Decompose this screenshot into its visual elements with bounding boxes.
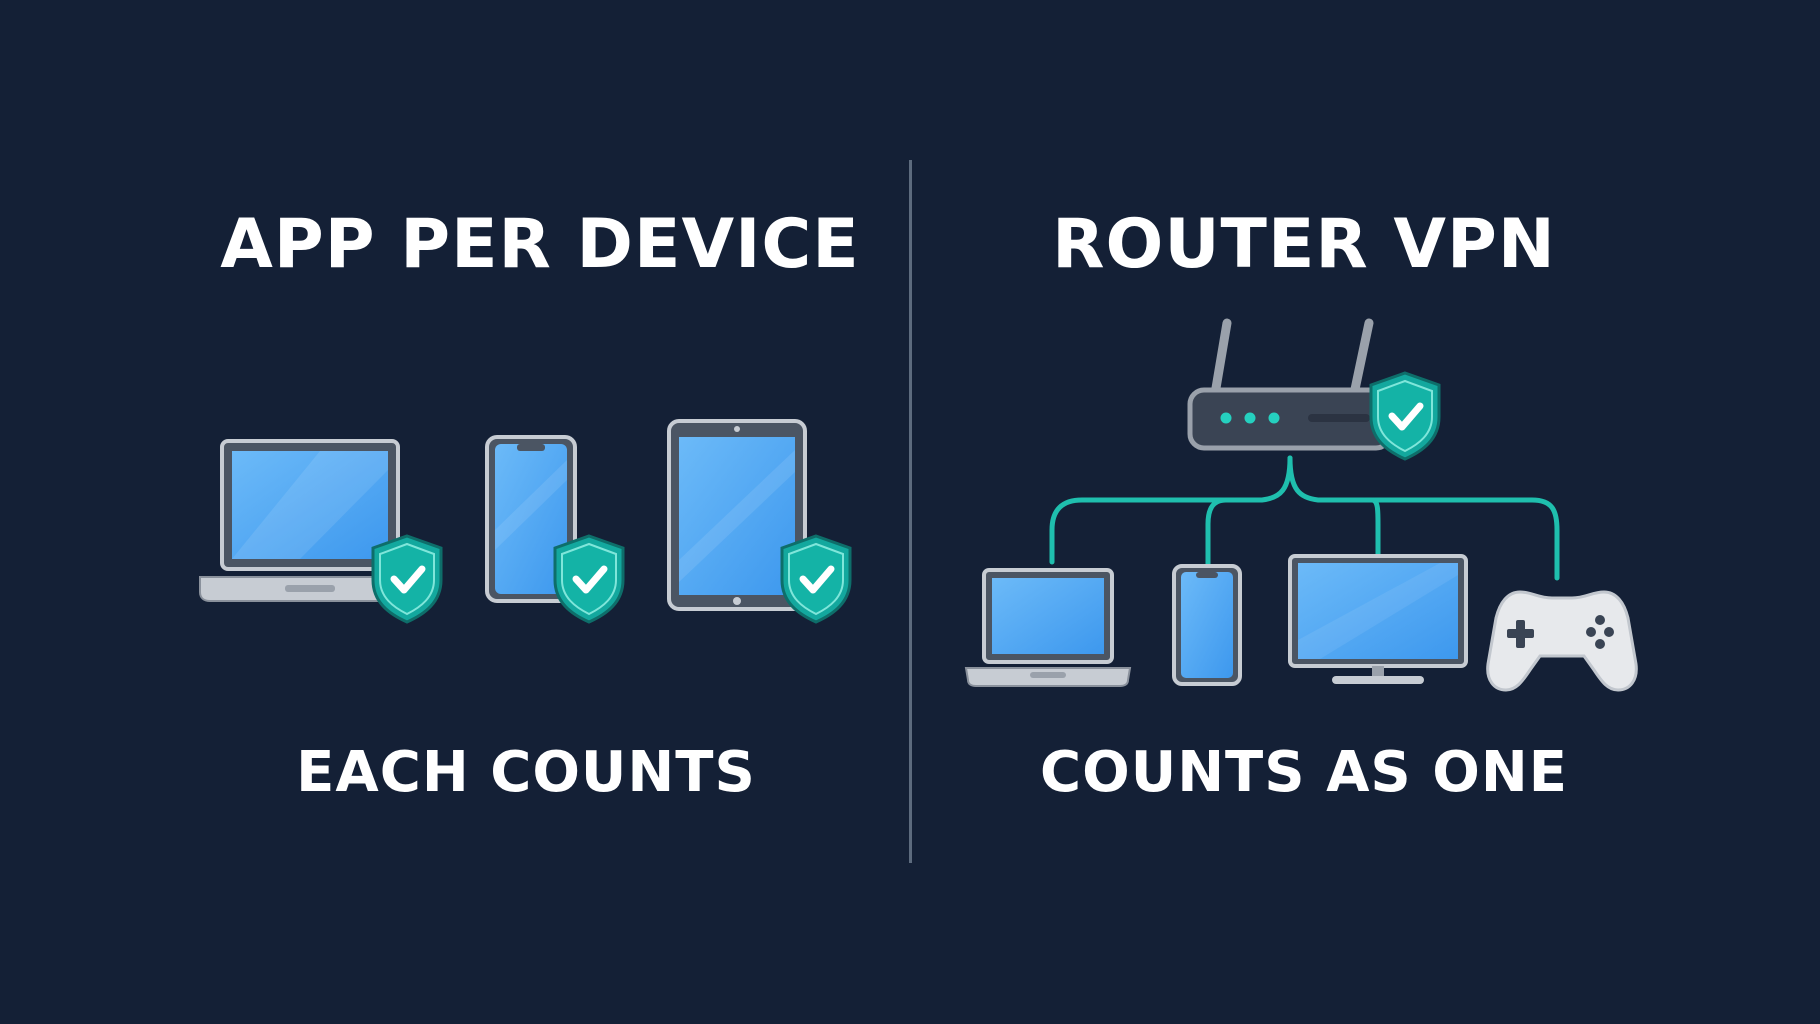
laptop-icon bbox=[964, 568, 1132, 687]
each-counts-caption: EACH COUNTS bbox=[296, 740, 756, 805]
panel-divider bbox=[909, 160, 912, 863]
counts-as-one-caption: COUNTS AS ONE bbox=[1040, 740, 1568, 805]
app-per-device-title: APP PER DEVICE bbox=[220, 205, 860, 284]
router-icon bbox=[1187, 318, 1393, 451]
gamepad-icon bbox=[1486, 590, 1638, 692]
laptop-shield-icon bbox=[373, 536, 441, 622]
monitor-icon bbox=[1288, 554, 1468, 684]
laptop-icon bbox=[199, 439, 432, 602]
phone-icon bbox=[1172, 564, 1242, 686]
router-vpn-title: ROUTER VPN bbox=[1052, 205, 1556, 284]
network-connectors bbox=[1049, 455, 1560, 581]
phone-icon bbox=[485, 435, 577, 603]
phone-shield-icon bbox=[555, 536, 623, 622]
tablet-icon bbox=[667, 419, 807, 611]
